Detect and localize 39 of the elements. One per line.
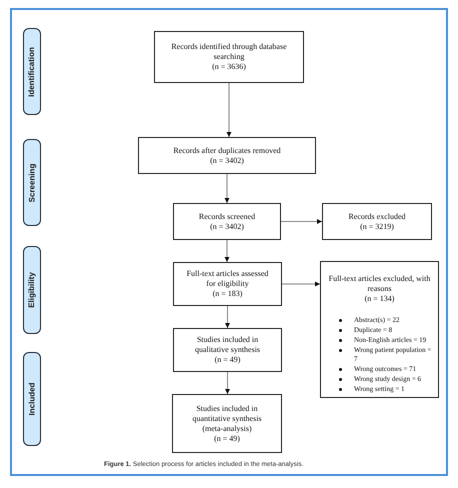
box-text: Records after duplicates removed xyxy=(173,146,281,156)
box-text: (n = 3402) xyxy=(210,156,244,166)
arrow xyxy=(225,372,230,394)
arrow xyxy=(280,219,322,224)
process-box xyxy=(138,137,316,174)
arrow xyxy=(224,240,230,262)
process-box xyxy=(173,328,282,372)
box-text: Studies included in qualitative synthesis xyxy=(194,335,262,355)
process-box xyxy=(173,203,281,240)
phase-label xyxy=(23,352,41,446)
box-text: Records screened xyxy=(198,212,256,222)
box-text: Full-text articles assessed for eligibility xyxy=(186,269,269,289)
process-box xyxy=(154,31,304,83)
phase-label xyxy=(23,246,41,334)
phase-text: Included xyxy=(26,382,37,416)
box-text: (n = 183) xyxy=(212,289,242,299)
process-box xyxy=(172,394,282,453)
phase-label xyxy=(23,139,41,226)
process-box xyxy=(320,261,439,398)
arrow xyxy=(226,82,232,138)
box-text: Full-text articles excluded, with reasons xyxy=(328,274,432,294)
box-text: Records excluded xyxy=(348,212,406,222)
arrow xyxy=(224,174,230,204)
phase-text: Identification xyxy=(26,46,37,96)
process-box xyxy=(322,203,432,240)
box-text: (n = 134) xyxy=(364,294,394,304)
box-text: (n = 3219) xyxy=(360,222,394,232)
box-text: (n = 49) xyxy=(214,355,240,365)
box-text: Studies included in quantitative synthesis (meta-analysis) xyxy=(191,404,263,434)
process-box xyxy=(173,262,282,306)
box-text: (n = 3636) xyxy=(212,62,246,72)
phase-label xyxy=(23,28,41,115)
arrow xyxy=(282,282,320,286)
phase-text: Screening xyxy=(26,163,38,202)
box-text: (n = 3402) xyxy=(210,222,244,232)
box-text: Records identified through database searching xyxy=(170,42,288,62)
phase-text: Eligibility xyxy=(26,272,37,308)
arrow xyxy=(225,306,230,328)
box-text: (n = 49) xyxy=(214,434,240,444)
